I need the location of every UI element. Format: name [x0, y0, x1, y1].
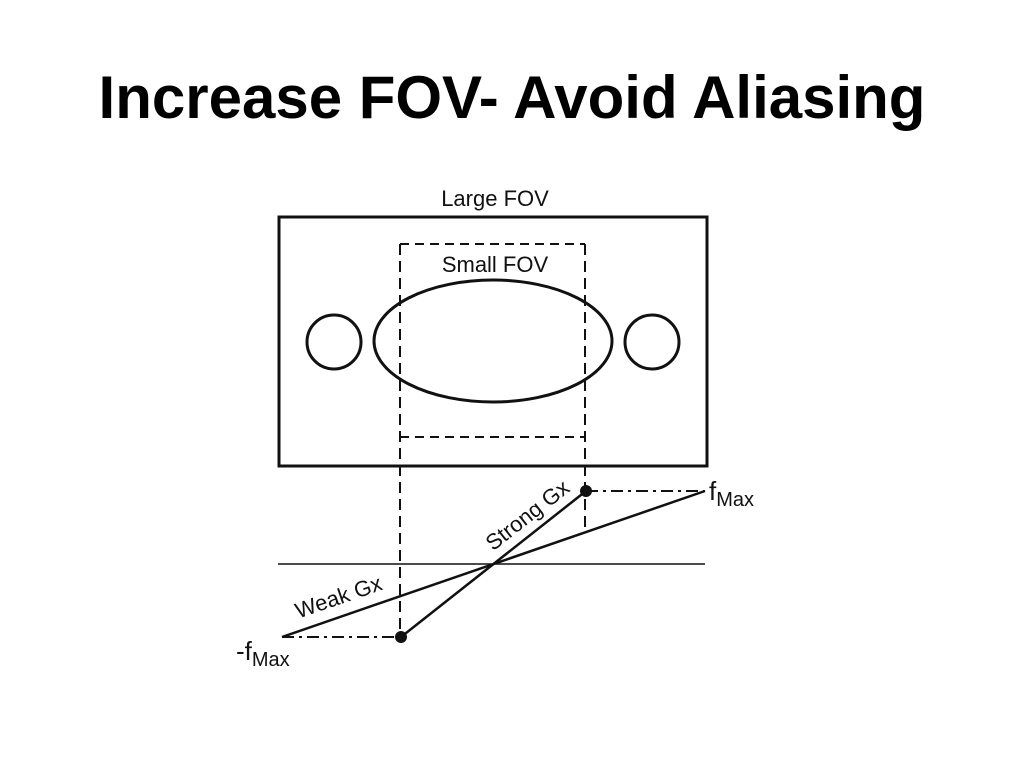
- neg-fmax-label-main: -f: [236, 636, 253, 666]
- neg-fmax-label-subscript: Max: [252, 649, 290, 671]
- strong-gradient-bottom-dot: [395, 631, 407, 643]
- right-object-circle: [623, 313, 681, 371]
- fmax-label: fMax: [709, 476, 754, 511]
- strong-gradient-line: [400, 490, 587, 638]
- large-fov-label: Large FOV: [441, 186, 549, 211]
- small-fov-label: Small FOV: [442, 252, 549, 277]
- strong-gradient-label: Strong Gx: [481, 475, 574, 556]
- strong-gradient-top-dot: [580, 485, 592, 497]
- weak-gradient-label: Weak Gx: [292, 570, 385, 623]
- fmax-label-subscript: Max: [716, 489, 754, 511]
- large-fov-box: [277, 215, 709, 468]
- neg-fmax-label: -fMax: [236, 636, 290, 671]
- fmax-label-main: f: [709, 476, 717, 506]
- central-object-ellipse: [372, 278, 614, 404]
- slide-title: Increase FOV- Avoid Aliasing: [98, 64, 926, 131]
- left-object-circle: [305, 313, 363, 371]
